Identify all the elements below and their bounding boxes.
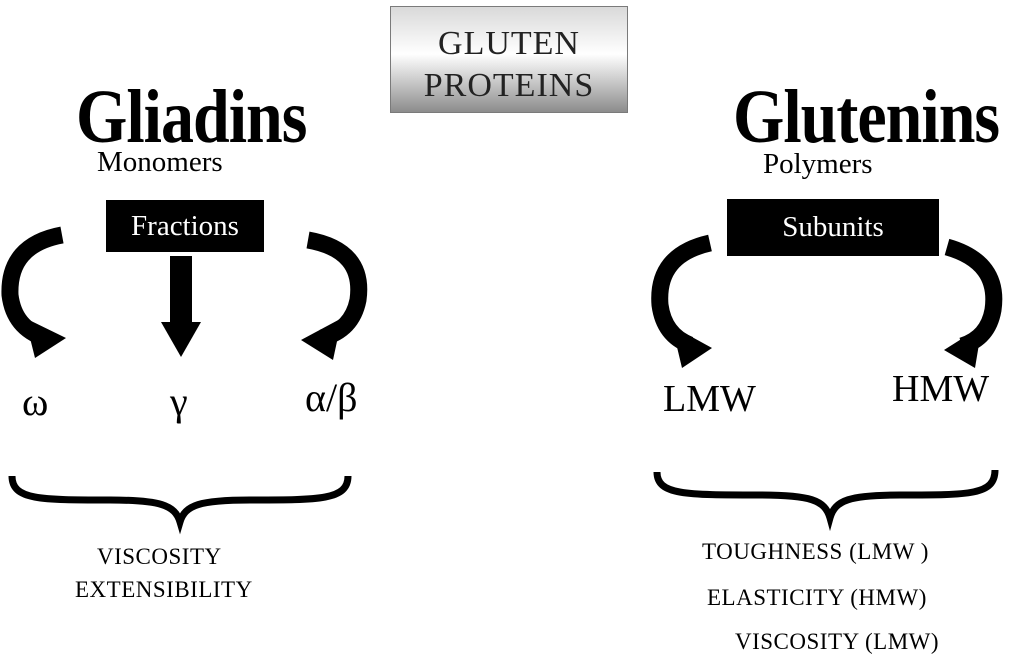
subunits-label: Subunits: [782, 211, 884, 243]
fractions-label: Fractions: [131, 209, 239, 242]
curved-arrow-hmw: [944, 238, 1003, 368]
subunit-lmw: LMW: [663, 378, 756, 420]
subunit-hmw: HMW: [892, 368, 990, 410]
glutenin-property-viscosity: VISCOSITY (LMW): [735, 629, 940, 654]
curved-arrow-omega: [1, 226, 66, 358]
curved-arrow-lmw: [651, 234, 713, 368]
gliadin-property-extensibility: EXTENSIBILITY: [75, 577, 253, 602]
fractions-box: Fractions: [106, 200, 264, 252]
gliadin-property-viscosity: VISCOSITY: [97, 544, 222, 569]
fraction-gamma: γ: [170, 379, 188, 424]
fraction-omega: ω: [22, 379, 49, 424]
down-arrow-gamma: [161, 256, 201, 357]
title-line-1: GLUTEN: [438, 25, 580, 62]
subunits-box: Subunits: [727, 199, 939, 256]
glutenin-property-toughness: TOUGHNESS (LMW ): [702, 539, 929, 564]
fraction-alpha-beta: α/β: [305, 375, 358, 420]
polymers-label: Polymers: [763, 148, 873, 180]
left-brace: [8, 475, 352, 535]
title-box: GLUTEN PROTEINS: [390, 6, 628, 113]
glutenin-property-elasticity: ELASTICITY (HMW): [707, 585, 927, 610]
monomers-label: Monomers: [97, 146, 223, 178]
gliadins-heading: Gliadins: [76, 75, 307, 160]
glutenins-heading: Glutenins: [733, 75, 1000, 160]
curved-arrow-alphabeta: [301, 231, 368, 360]
title-line-2: PROTEINS: [423, 67, 595, 104]
right-brace: [653, 469, 999, 532]
